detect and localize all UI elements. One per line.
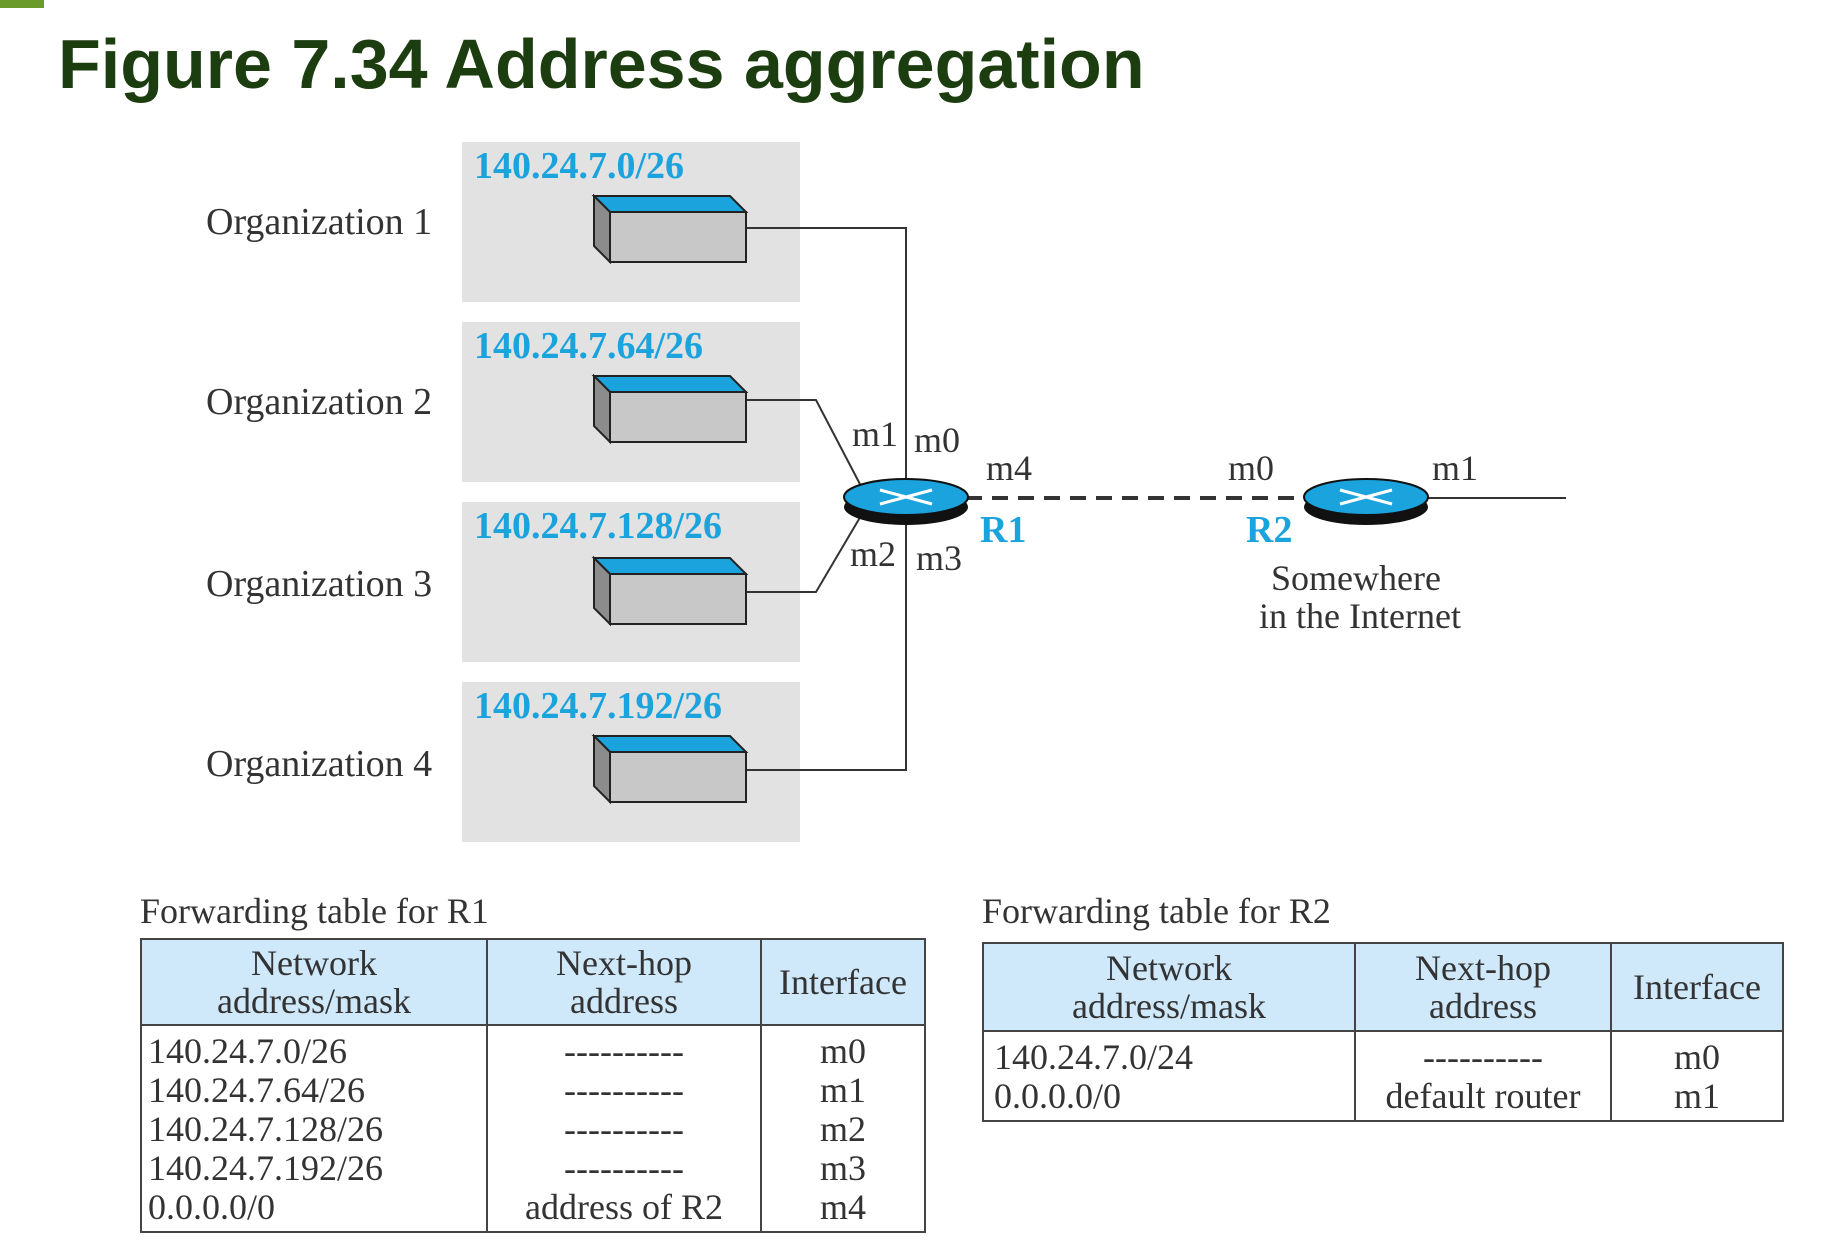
cell-interface: m1 [760,1071,926,1110]
header-hop-line2: address [570,981,678,1021]
r2-interface-m1-label: m1 [1432,448,1478,488]
cell-network: 140.24.7.128/26 [140,1110,488,1149]
corner-accent-mark [0,0,44,8]
link-org3-r1 [746,513,863,593]
table-row: 140.24.7.0/26 ---------- m0 [140,1025,926,1071]
header-hop-line2: address [1429,986,1537,1026]
org-2-label: Organization 2 [206,381,432,423]
figure-title: Figure 7.34 Address aggregation [58,25,1145,103]
r2-location-line1: Somewhere [1271,558,1441,598]
r1-interface-m2-label: m2 [850,534,896,574]
table-row: 140.24.7.128/26 ---------- m2 [140,1110,926,1149]
cell-network: 0.0.0.0/0 [982,1077,1356,1122]
header-network-line2: address/mask [1072,986,1266,1026]
cell-next-hop: ---------- [486,1149,762,1188]
cell-next-hop: ---------- [486,1110,762,1149]
router-r2-label: R2 [1246,509,1292,551]
cell-network: 140.24.7.0/26 [140,1025,488,1071]
cell-interface: m4 [760,1188,926,1233]
org-3-network-label: 140.24.7.128/26 [474,505,722,547]
table-row: 0.0.0.0/0 default router m1 [982,1077,1784,1122]
r1-interface-m0-label: m0 [914,420,960,460]
cell-interface: m3 [760,1149,926,1188]
lan-switch-1-icon [591,193,749,265]
r1-interface-m1-label: m1 [852,414,898,454]
lan-switch-3-icon [591,555,749,627]
cell-next-hop: ---------- [1354,1031,1612,1077]
table-row: 0.0.0.0/0 address of R2 m4 [140,1188,926,1233]
header-network-line2: address/mask [217,981,411,1021]
header-interface: Interface [1610,942,1784,1032]
r1-interface-m4-label: m4 [986,448,1032,488]
table-row: 140.24.7.192/26 ---------- m3 [140,1149,926,1188]
link-org2-r1 [746,399,863,489]
cell-interface: m0 [1610,1031,1784,1077]
org-4-label: Organization 4 [206,743,432,785]
header-hop-line1: Next-hop [1415,948,1551,988]
link-org4-r1 [746,514,907,771]
table-r2-caption: Forwarding table for R2 [982,891,1331,931]
lan-switch-4-icon [591,733,749,805]
cell-interface: m0 [760,1025,926,1071]
cell-network: 140.24.7.192/26 [140,1149,488,1188]
org-4-network-label: 140.24.7.192/26 [474,685,722,727]
cell-network: 140.24.7.0/24 [982,1031,1356,1077]
router-r1-icon [843,478,969,525]
header-network-line1: Network [251,943,377,983]
r1-interface-m3-label: m3 [916,538,962,578]
org-1-label: Organization 1 [206,201,432,243]
router-r1-label: R1 [980,509,1026,551]
r2-location-line2: in the Internet [1259,596,1461,636]
cell-next-hop: default router [1354,1077,1612,1122]
cell-next-hop: ---------- [486,1025,762,1071]
table-row: 140.24.7.0/24 ---------- m0 [982,1031,1784,1077]
cell-next-hop: ---------- [486,1071,762,1110]
cell-network: 0.0.0.0/0 [140,1188,488,1233]
cell-interface: m1 [1610,1077,1784,1122]
table-row: 140.24.7.64/26 ---------- m1 [140,1071,926,1110]
header-hop-line1: Next-hop [556,943,692,983]
org-2-network-label: 140.24.7.64/26 [474,325,703,367]
cell-network: 140.24.7.64/26 [140,1071,488,1110]
link-org1-r1 [746,227,907,488]
router-r2-icon [1303,478,1429,525]
lan-switch-2-icon [591,373,749,445]
org-3-label: Organization 3 [206,563,432,605]
network-diagram: 140.24.7.0/26 140.24.7.64/26 140.24.7.12… [206,142,1566,842]
r2-interface-m0-label: m0 [1228,448,1274,488]
header-network-line1: Network [1106,948,1232,988]
cell-interface: m2 [760,1110,926,1149]
org-1-network-label: 140.24.7.0/26 [474,145,684,187]
table-r1-caption: Forwarding table for R1 [140,891,489,931]
header-interface: Interface [760,938,926,1026]
cell-next-hop: address of R2 [486,1188,762,1233]
